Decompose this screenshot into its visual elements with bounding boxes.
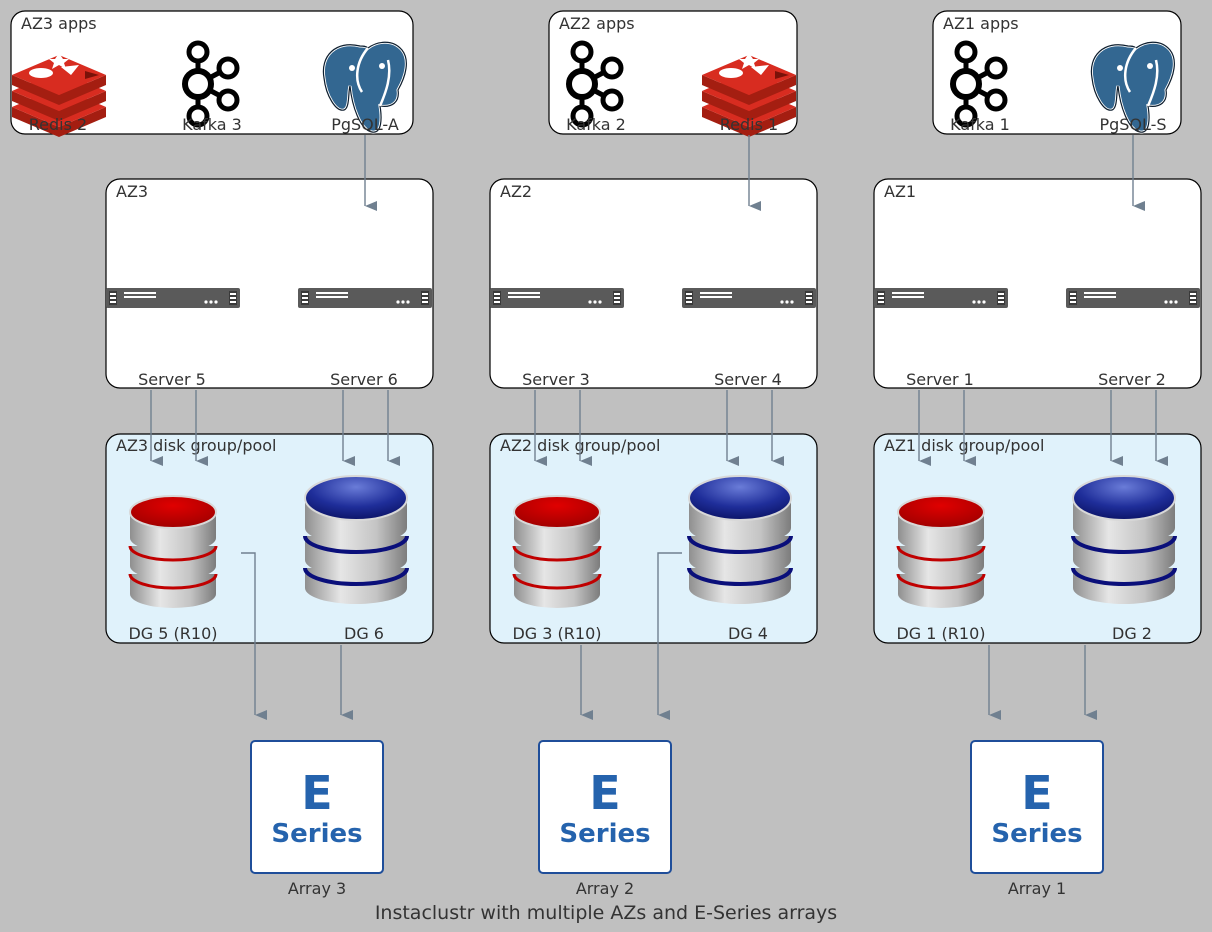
app-label: Kafka 2: [566, 115, 626, 134]
connector-arrow: [657, 552, 682, 720]
eseries-logo-letter: E: [301, 766, 332, 820]
server-icon: [106, 288, 240, 308]
disk-group-blue-icon: [687, 474, 793, 606]
server-label: Server 3: [522, 370, 590, 389]
disk-group-label: DG 3 (R10): [512, 624, 601, 643]
zone-title: AZ1: [884, 182, 916, 201]
app-label: Kafka 3: [182, 115, 242, 134]
pool-box-az3: AZ3 disk group/pool DG 5 (R10) DG 6: [105, 433, 434, 644]
array-label: Array 2: [576, 879, 634, 898]
server-label: Server 1: [906, 370, 974, 389]
disk-group-label: DG 6: [344, 624, 384, 643]
server-icon: [874, 288, 1008, 308]
eseries-logo-letter: E: [1021, 766, 1052, 820]
zone-box-az2: AZ2 Server 3 Server 4: [489, 178, 818, 389]
app-label: Kafka 1: [950, 115, 1010, 134]
apps-box-title: AZ2 apps: [559, 14, 635, 33]
zone-box-az3: AZ3 Server 5 Server 6: [105, 178, 434, 389]
apps-box-title: AZ3 apps: [21, 14, 97, 33]
app-label: PgSQL-A: [331, 115, 399, 134]
apps-box-az3: AZ3 apps Redis 2 Kafka 3 PgSQL-A: [10, 10, 414, 137]
disk-group-red-icon: [128, 494, 218, 610]
zone-title: AZ3: [116, 182, 148, 201]
eseries-array-2: E Series Array 2: [538, 740, 672, 898]
app-label: PgSQL-S: [1099, 115, 1166, 134]
server-label: Server 5: [138, 370, 206, 389]
apps-box-az1: AZ1 apps Kafka 1 PgSQL-S: [932, 10, 1182, 135]
disk-group-red-icon: [896, 494, 986, 610]
apps-box-az2: AZ2 apps Kafka 2 Redis 1: [548, 10, 798, 137]
zone-title: AZ2: [500, 182, 532, 201]
eseries-array-3: E Series Array 3: [250, 740, 384, 898]
server-label: Server 4: [714, 370, 782, 389]
disk-group-label: DG 5 (R10): [128, 624, 217, 643]
disk-group-label: DG 1 (R10): [896, 624, 985, 643]
server-icon: [490, 288, 624, 308]
array-label: Array 1: [1008, 879, 1066, 898]
diagram-caption: Instaclustr with multiple AZs and E-Seri…: [375, 902, 837, 924]
server-label: Server 6: [330, 370, 398, 389]
app-label: Redis 1: [720, 115, 778, 134]
disk-group-red-icon: [512, 494, 602, 610]
disk-group-blue-icon: [303, 474, 409, 606]
eseries-logo-word: Series: [271, 819, 362, 849]
connector-arrow: [241, 552, 267, 720]
server-icon: [298, 288, 432, 308]
server-icon: [1066, 288, 1200, 308]
eseries-logo-word: Series: [559, 819, 650, 849]
disk-group-blue-icon: [1071, 474, 1177, 606]
eseries-logo-letter: E: [589, 766, 620, 820]
app-label: Redis 2: [29, 115, 87, 134]
eseries-logo-word: Series: [991, 819, 1082, 849]
server-icon: [682, 288, 816, 308]
pool-box-az2: AZ2 disk group/pool DG 3 (R10) DG 4: [489, 433, 818, 644]
zone-box-az1: AZ1 Server 1 Server 2: [873, 178, 1202, 389]
eseries-array-1: E Series Array 1: [970, 740, 1104, 898]
apps-box-title: AZ1 apps: [943, 14, 1019, 33]
disk-group-label: DG 2: [1112, 624, 1152, 643]
disk-group-label: DG 4: [728, 624, 768, 643]
array-label: Array 3: [288, 879, 346, 898]
pool-box-az1: AZ1 disk group/pool DG 1 (R10) DG 2: [873, 433, 1202, 644]
server-label: Server 2: [1098, 370, 1166, 389]
connectors: [150, 135, 1168, 720]
